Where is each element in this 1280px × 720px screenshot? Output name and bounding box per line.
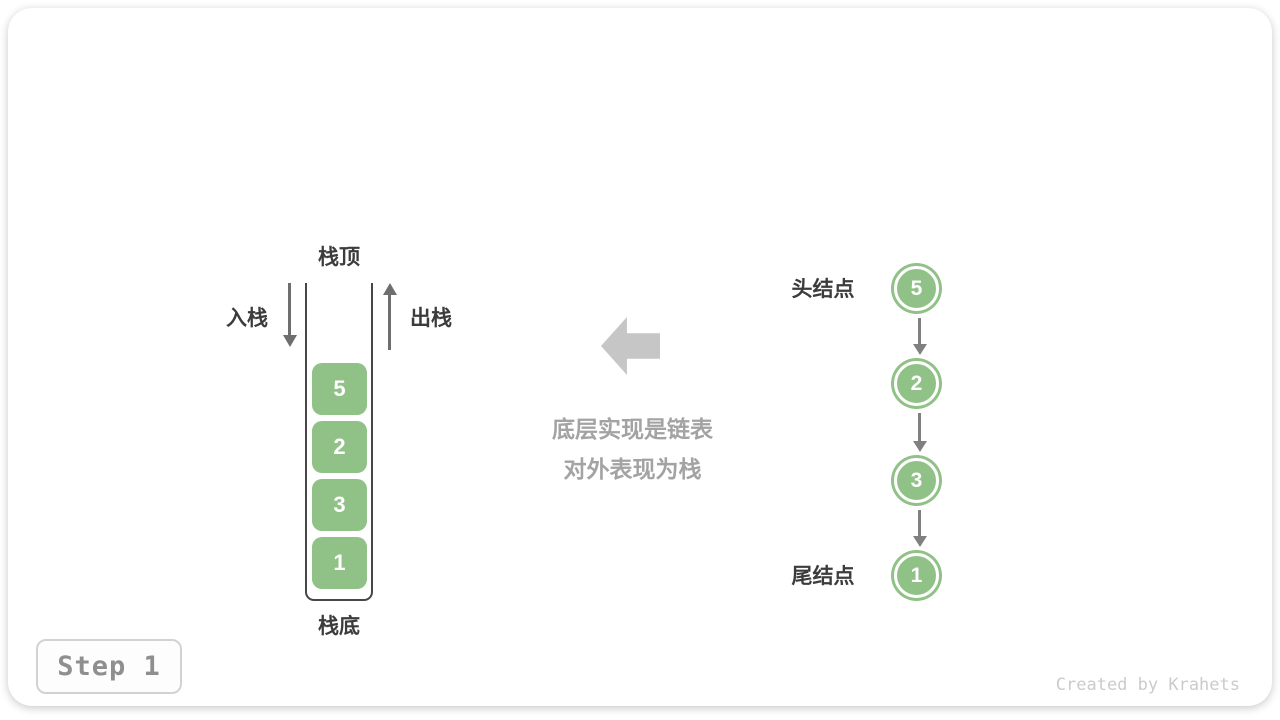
- node-link-arrow-icon: [918, 413, 921, 441]
- credit-text: Created by Krahets: [1055, 675, 1240, 695]
- stack-item: 2: [312, 421, 367, 473]
- pop-up-arrow-icon: [388, 295, 391, 350]
- stack-item: 1: [312, 537, 367, 589]
- tail-node-label: 尾结点: [791, 565, 855, 588]
- caption-line-2: 对外表现为栈: [563, 456, 702, 482]
- stack-bottom-label: 栈底: [318, 615, 360, 638]
- node-link-arrow-icon: [918, 318, 921, 344]
- push-down-arrow-icon: [288, 283, 291, 336]
- list-node: 1: [894, 553, 939, 598]
- pop-label: 出栈: [410, 307, 452, 330]
- stack-top-label: 栈顶: [318, 246, 360, 269]
- list-node: 5: [894, 266, 939, 311]
- caption-line-1: 底层实现是链表: [552, 416, 713, 442]
- push-label: 入栈: [226, 307, 268, 330]
- node-link-arrow-icon: [918, 510, 921, 536]
- stack-item: 5: [312, 363, 367, 415]
- list-node: 2: [894, 361, 939, 406]
- head-node-label: 头结点: [791, 278, 855, 301]
- caption-text: 底层实现是链表 对外表现为栈: [490, 409, 775, 489]
- stack-item: 3: [312, 479, 367, 531]
- list-node: 3: [894, 458, 939, 503]
- step-badge: Step 1: [36, 639, 182, 694]
